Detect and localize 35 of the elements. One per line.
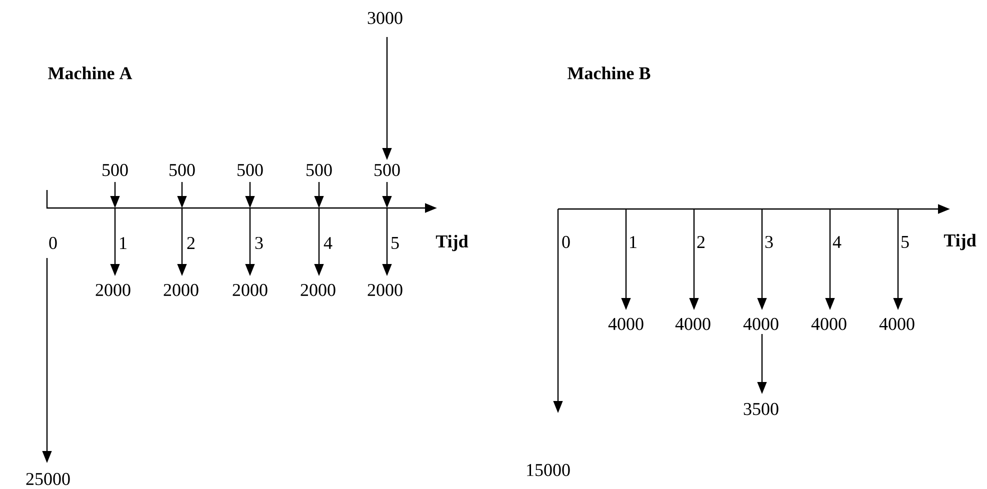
cash-flow-amount: 15000	[527, 464, 570, 476]
axis-label: Tijd	[944, 234, 976, 250]
period-number: 2	[697, 236, 705, 248]
period-number: 5	[902, 236, 909, 248]
cash-flow-amount: 2000	[96, 284, 130, 296]
period-number: 1	[630, 236, 636, 248]
cash-flow-amount: 2000	[368, 284, 402, 296]
period-number: 4	[324, 237, 332, 249]
period-number: 0	[562, 236, 570, 248]
cash-flow-amount: 2000	[232, 284, 268, 296]
cash-flow-amount: 500	[102, 164, 128, 176]
cash-flow-amount: 3000	[368, 12, 402, 24]
cash-flow-amount: 4000	[743, 318, 778, 330]
cash-flow-amount: 4000	[879, 318, 914, 330]
cash-flow-amount: 500	[238, 164, 263, 176]
cash-flow-amount: 4000	[608, 318, 644, 330]
period-number: 4	[832, 236, 842, 248]
period-number: 5	[392, 237, 399, 249]
cash-flow-amount: 4000	[675, 318, 710, 330]
period-number: 1	[120, 237, 126, 249]
cash-flow-amount: 2000	[300, 284, 336, 296]
cash-flow-amount: 500	[374, 164, 400, 176]
cash-flow-amount: 3500	[744, 402, 778, 416]
axis-label: Tijd	[436, 234, 468, 252]
cash-flow-amount: 2000	[164, 284, 198, 296]
period-number: 3	[765, 236, 773, 248]
heading: Machine B	[568, 66, 650, 80]
period-number: 3	[255, 236, 263, 250]
cash-flow-amount: 500	[306, 164, 332, 176]
period-number: 2	[187, 237, 195, 249]
cash-flow-amount: 25000	[26, 472, 70, 486]
heading: Machine A	[48, 66, 132, 80]
cash-flow-amount: 4000	[811, 318, 846, 330]
period-number: 0	[49, 236, 57, 250]
cash-flow-amount: 500	[170, 164, 195, 176]
